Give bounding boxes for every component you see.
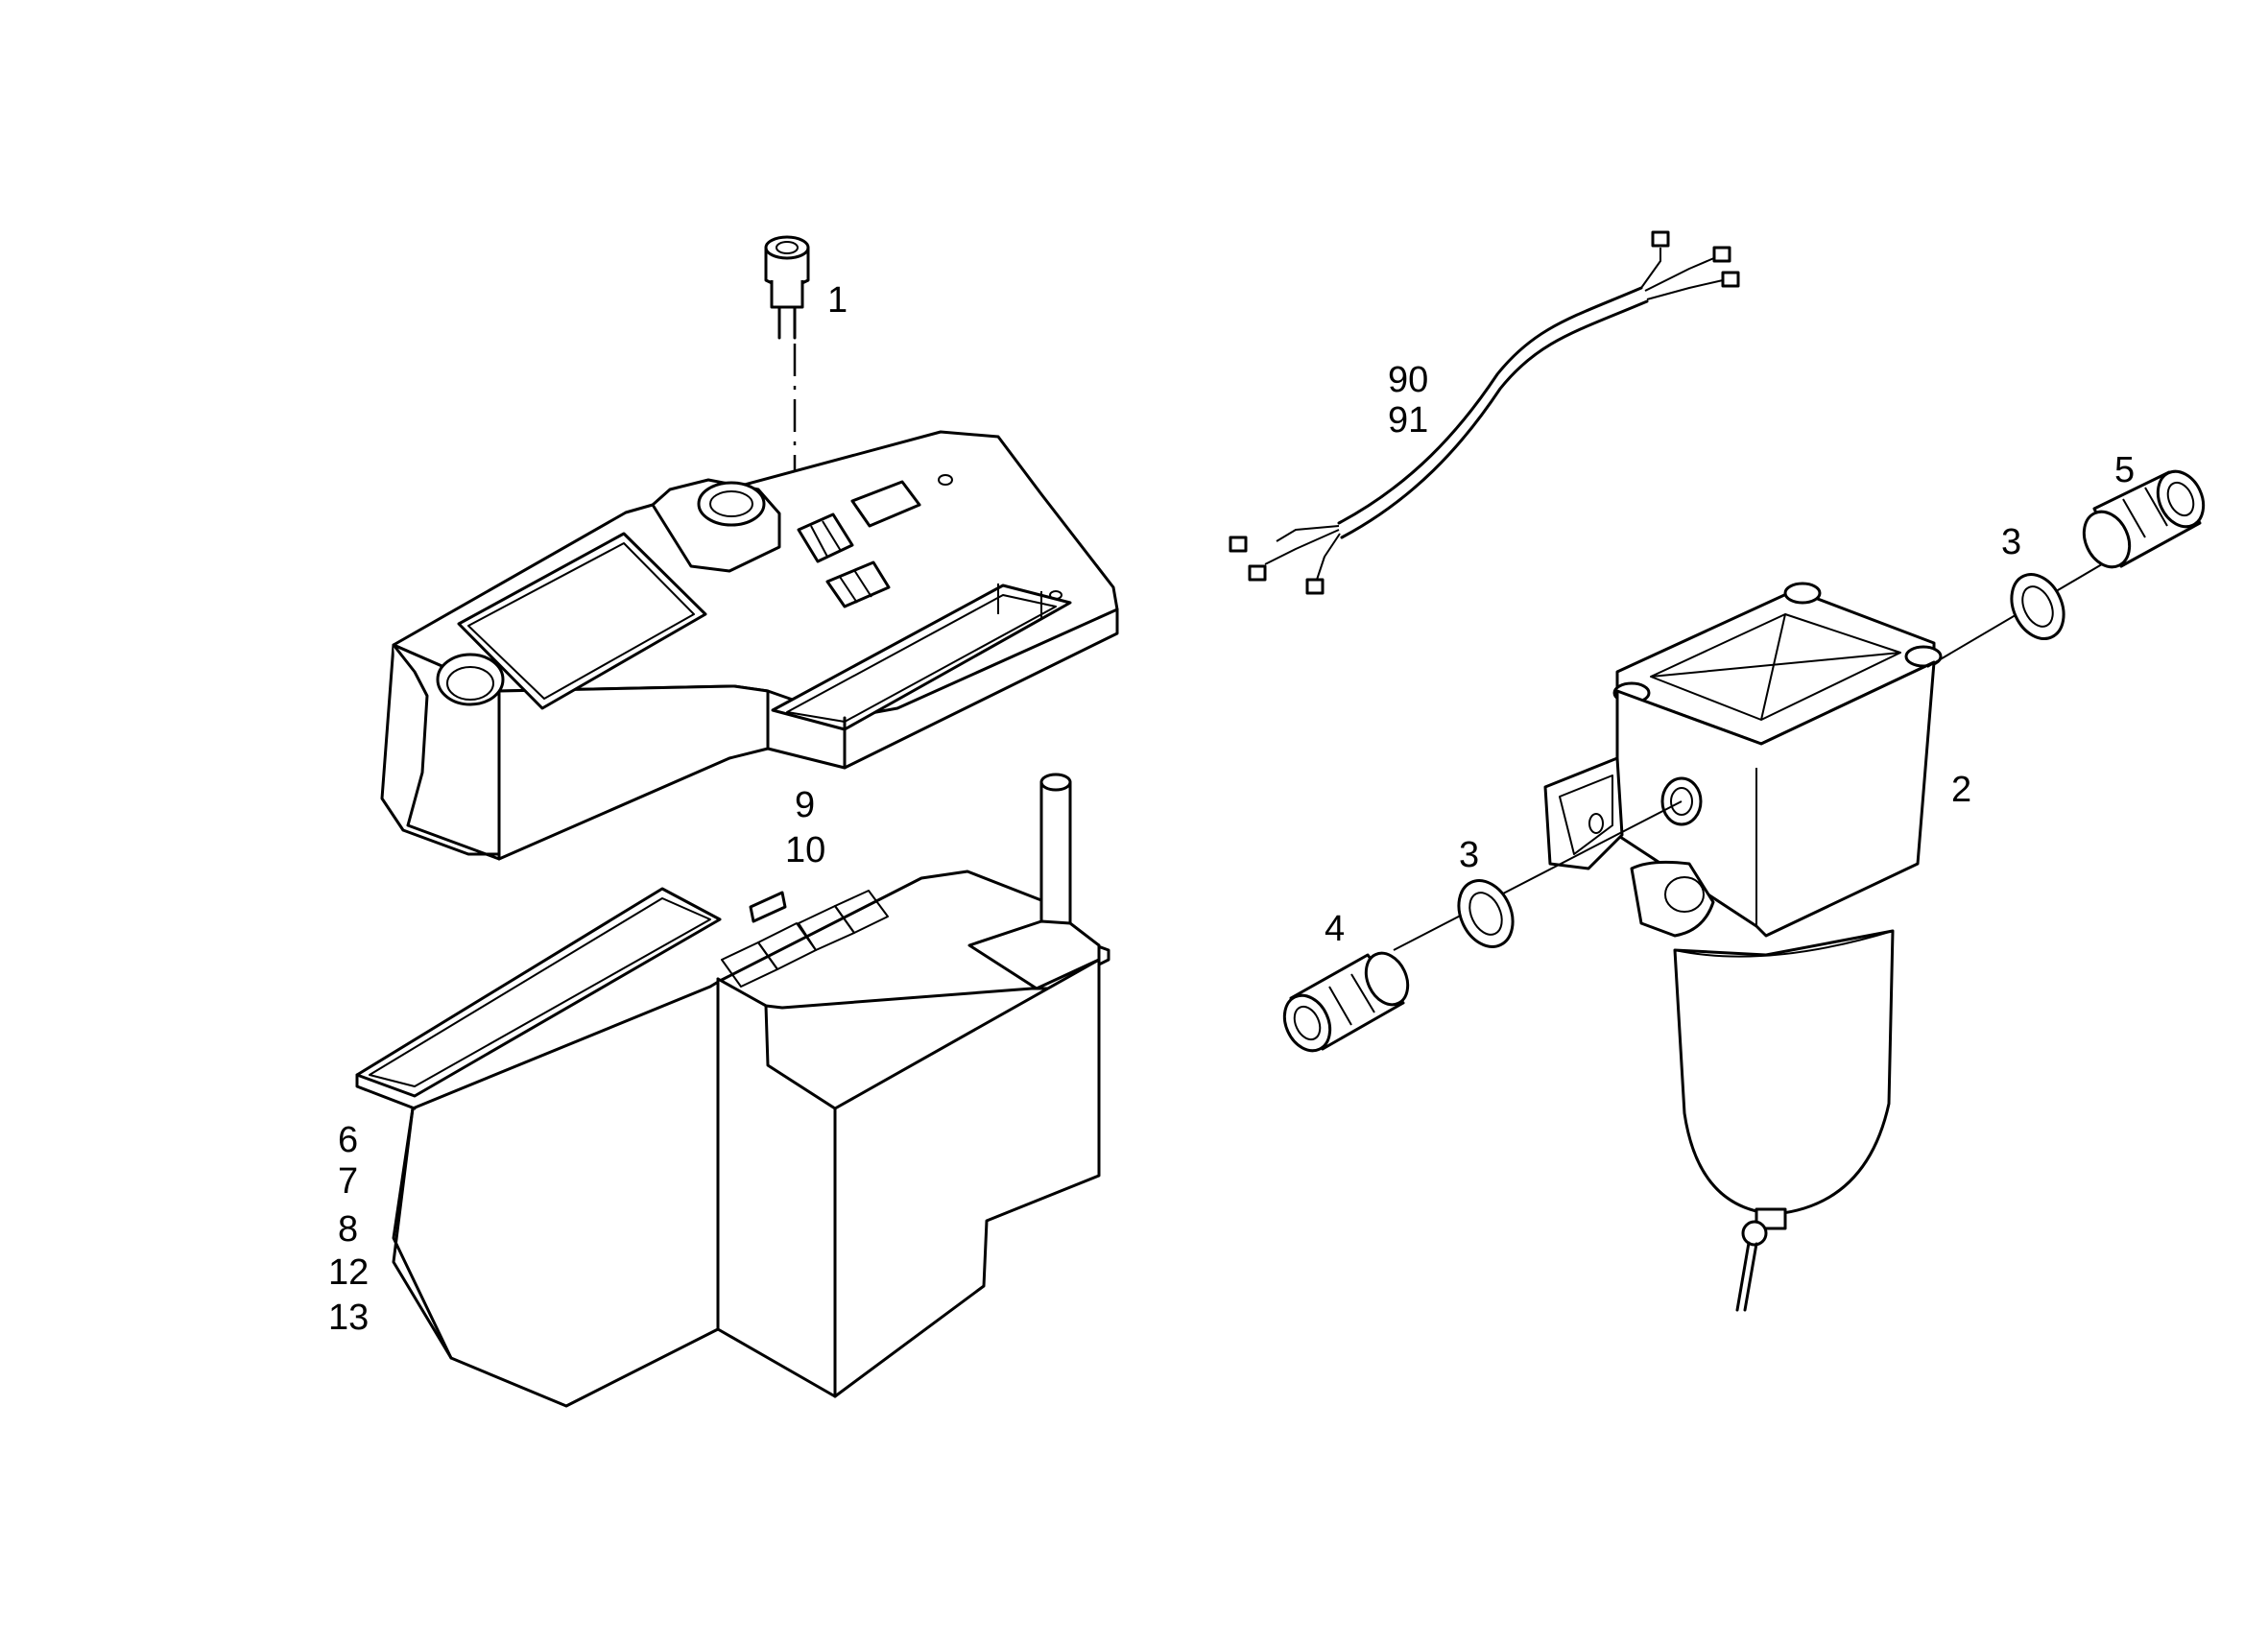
callout-13: 13 [328, 1298, 369, 1338]
part-5-fitting [2082, 469, 2206, 569]
cable-harness [1229, 230, 1740, 595]
callout-5: 5 [2114, 450, 2135, 490]
tank-body [355, 773, 1110, 1408]
assembly-axis-part-4 [1393, 800, 1683, 951]
console-housing [380, 430, 1119, 861]
callout-9: 9 [795, 785, 815, 825]
callout-2: 2 [1951, 770, 1971, 810]
callout-8: 8 [338, 1209, 358, 1250]
callout-10: 10 [785, 830, 825, 870]
part-3-seal-lower [1457, 879, 1515, 948]
filter-assembly [1543, 582, 1943, 1312]
callout-3-lower: 3 [1459, 835, 1479, 875]
callout-7: 7 [338, 1161, 358, 1202]
part-4-fitting [1282, 951, 1410, 1053]
callout-1: 1 [827, 280, 848, 321]
callout-91: 91 [1388, 400, 1428, 441]
part-3-seal-upper [2010, 573, 2065, 640]
callout-90: 90 [1388, 360, 1428, 400]
callout-4: 4 [1325, 909, 1345, 949]
callout-12: 12 [328, 1252, 369, 1293]
callout-3-upper: 3 [2001, 522, 2021, 562]
callout-6: 6 [338, 1120, 358, 1160]
part-1-plug [764, 235, 810, 340]
